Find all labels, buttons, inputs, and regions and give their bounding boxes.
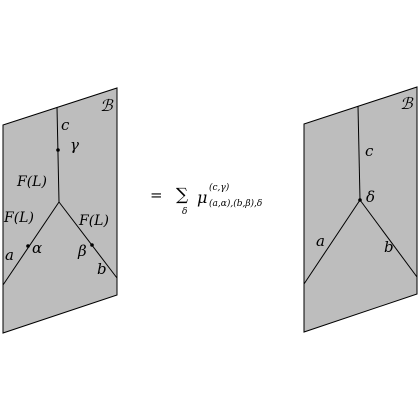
right-edge-a-label: a (316, 232, 325, 250)
left-functor-top-label: F(L) (16, 174, 47, 190)
left-vertex-alpha-label: α (32, 239, 42, 257)
left-sheet-diagram: ℬ c γ F(L) F(L) F(L) a α β b (2, 87, 118, 334)
left-edge-c (56, 106, 60, 203)
left-edge-c-label: c (61, 116, 70, 134)
right-vertex-delta-dot (358, 198, 362, 202)
left-vertex-gamma-dot (56, 148, 60, 152)
right-edge-c-label: c (365, 142, 374, 160)
left-functor-right-label: F(L) (78, 213, 109, 229)
mu-symbol: μ (197, 188, 207, 207)
left-vertex-gamma-label: γ (70, 136, 79, 154)
right-edge-c (357, 105, 361, 201)
sum-symbol: ∑ (176, 185, 188, 205)
mu-subscript: (a,α),(b,β),δ (209, 198, 262, 209)
mu-superscript: (c,γ) (209, 182, 230, 193)
left-vertex-beta-dot (90, 243, 94, 247)
left-edge-a (2, 201, 60, 286)
left-edge-a-label: a (5, 246, 14, 264)
right-sheet-diagram: ℬ c δ a b (303, 86, 418, 333)
equals-sign: = (150, 186, 163, 204)
right-vertex-delta-label: δ (366, 188, 375, 206)
left-functor-left-label: F(L) (3, 210, 34, 226)
right-edge-a (303, 199, 361, 285)
left-sheet (2, 87, 118, 334)
right-edge-b (359, 199, 418, 278)
sum-index: δ (182, 207, 187, 217)
left-edge-b (58, 201, 118, 279)
right-category-label: ℬ (400, 94, 414, 113)
right-sheet (303, 86, 418, 333)
right-edge-b-label: b (384, 238, 394, 256)
equation: = ∑ δ μ (c,γ) (a,α),(b,β),δ (150, 182, 262, 217)
left-vertex-beta-label: β (77, 242, 87, 260)
left-category-label: ℬ (100, 96, 114, 115)
left-edge-b-label: b (97, 260, 107, 278)
left-vertex-alpha-dot (26, 244, 30, 248)
